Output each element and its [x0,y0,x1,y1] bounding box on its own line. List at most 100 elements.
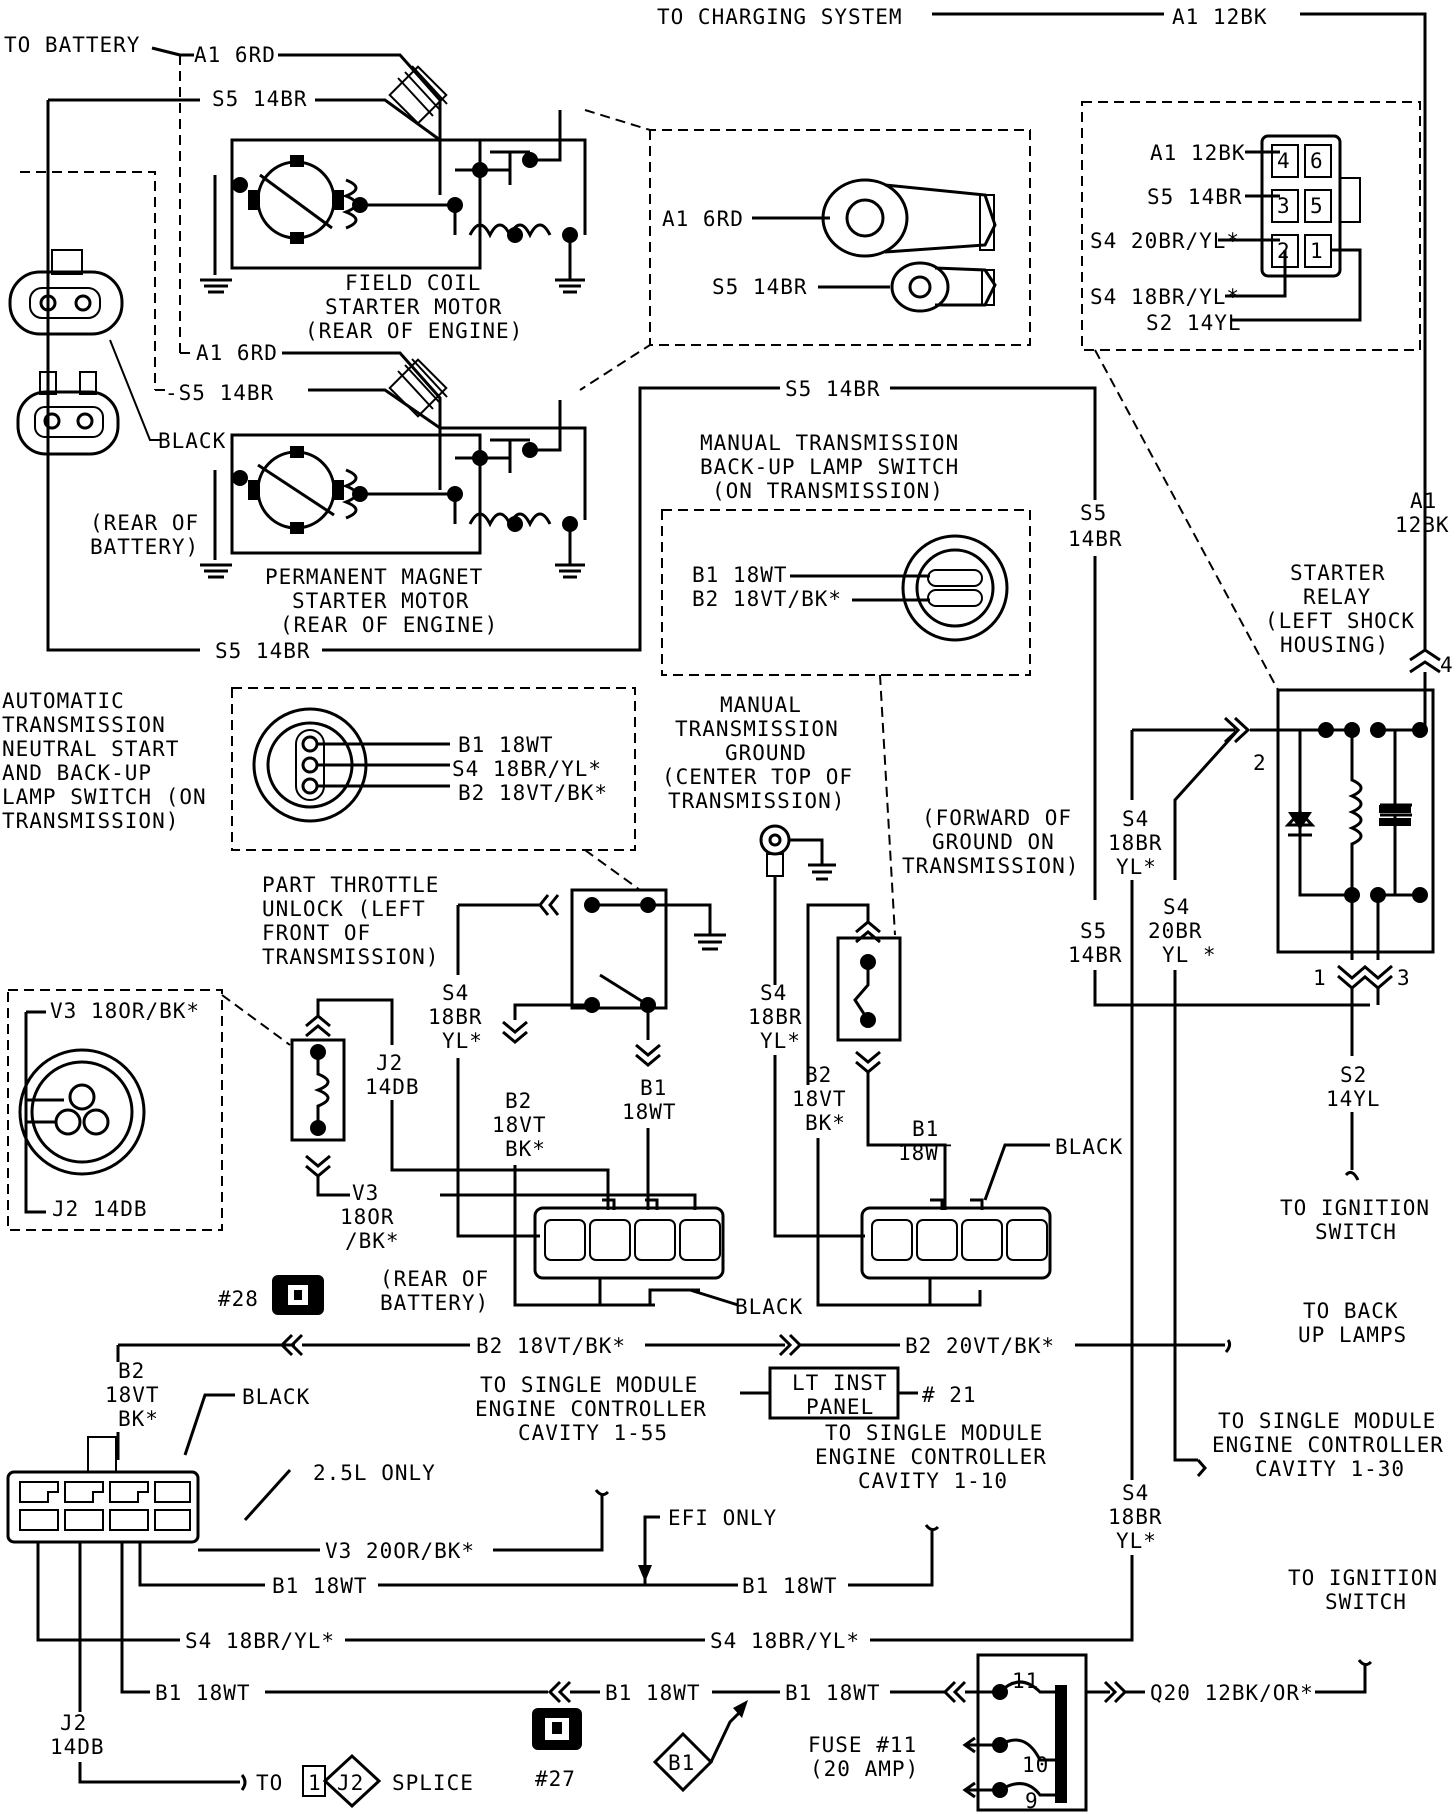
label-mtg-5: TRANSMISSION) [668,789,845,813]
pt-connector-round [18,1010,146,1214]
label-to-backup-2: UP LAMPS [1298,1323,1407,1347]
label-mt-b2: B2 18VT/BK* [692,587,842,611]
label-a1-v1: A1 [1410,489,1437,513]
label-b2-20: B2 20VT/BK* [905,1334,1055,1358]
wire-b1b [866,1072,947,1210]
label-at-b1: B1 18WT [458,733,554,757]
label-relay-conn-s4-18: S4 18BR/YL* [1090,285,1240,309]
label-fwd-2: GROUND ON [932,830,1055,854]
label-s4b-2: 20BR [1148,919,1203,943]
label-smec55-2: ENGINE CONTROLLER [475,1397,707,1421]
wire-efi [643,1515,660,1585]
label-relay-conn-s2: S2 14YL [1146,311,1242,335]
label-j2-2: 14DB [365,1075,420,1099]
label-black-batt: BLACK [158,429,226,453]
connector-big-black [6,1436,200,1544]
connector-4way-left [533,1198,725,1307]
inset-box-dashed [579,109,1031,391]
label-s4c-1: S4 [442,981,469,1005]
label-a1-6rd-1: A1 6RD [194,43,276,67]
wire-v3 [440,1193,697,1210]
at-switch-wires [318,742,450,788]
label-at-6: TRANSMISSION) [2,809,179,833]
arrow-black-batt [109,339,160,441]
label-inset-s5-14br: S5 14BR [712,275,808,299]
label-mtg-3: GROUND [725,741,807,765]
label-smec10-3: CAVITY 1-10 [858,1469,1008,1493]
connector-28-icon [272,1275,324,1315]
label-black-conn2: BLACK [735,1295,803,1319]
label-pin2: 2 [1253,751,1267,775]
smec30-break [1196,1459,1207,1477]
label-b1-b1: B1 18WT [155,1681,251,1705]
wire-b1-left-a [138,1542,265,1587]
label-only-25: 2.5L ONLY [313,1461,436,1485]
neutral-start-switch [458,888,726,1013]
label-v3-3: /BK* [345,1229,400,1253]
splice-diamond [322,1753,382,1809]
battery-terminal-lug-large [821,178,997,258]
label-b1a-2: 18WT [622,1100,677,1124]
connector-pins-13 [1337,964,1393,990]
label-to-ign-2: SWITCH [1315,1220,1397,1244]
label-pt-1: PART THROTTLE [262,873,439,897]
wire-s4c [456,905,540,1238]
label-s5-14br-1: S5 14BR [212,87,308,111]
wire-s5-left-vertical [46,100,200,652]
label-smec30-3: CAVITY 1-30 [1255,1457,1405,1481]
label-field-coil-3: (REAR OF ENGINE) [305,319,523,343]
label-rear-of-1: (REAR OF [90,511,199,535]
label-smec55-3: CAVITY 1-55 [518,1421,668,1445]
label-lt-inst-2: PANEL [806,1395,874,1419]
label-s4-r2: 18BR [1108,831,1163,855]
label-a1-v2: 12BK [1395,513,1450,537]
label-s2-1: S2 [1340,1063,1367,1087]
label-v3-inset: V3 18OR/BK* [50,999,200,1023]
relay-pin-1: 1 [1310,239,1324,263]
wire-s4-20 [1173,728,1240,880]
label-black-big: BLACK [242,1385,310,1409]
label-splice: SPLICE [392,1771,474,1795]
mt-switch-connector [901,534,1009,642]
label-smec10-1: TO SINGLE MODULE [825,1421,1043,1445]
wire-s5-14br-2 [308,388,587,520]
label-relay-conn-s4-20: S4 20BR/YL* [1090,229,1240,253]
label-b2a-1: B2 [505,1089,532,1113]
label-black-conn: BLACK [1055,1135,1123,1159]
label-b2c-3: BK* [118,1407,159,1431]
label-j2b-2: 14DB [50,1735,105,1759]
label-b1-b2: B1 18WT [605,1681,701,1705]
label-s4-l: S4 18BR/YL* [185,1629,335,1653]
connector-27-icon [532,1708,582,1750]
label-c27: #27 [535,1767,576,1791]
label-battery-1: BATTERY) [90,535,199,559]
label-b2b-3: BK* [805,1111,846,1135]
mt-switch-dash-link [879,674,896,936]
fuse-block [976,1653,1088,1812]
battery-terminal-lug-small [890,261,997,313]
label-s5-14br-mid: S5 14BR [785,377,881,401]
permanent-magnet-starter-motor [200,400,585,579]
label-to-ign2-2: SWITCH [1325,1590,1407,1614]
label-q20: Q20 12BK/OR* [1150,1681,1314,1705]
wire-b1-right [848,1524,940,1587]
relay-pin-5: 5 [1310,194,1324,218]
label-at-5: LAMP SWITCH (ON [2,785,207,809]
label-at-3: NEUTRAL START [2,737,179,761]
label-fuse-1: FUSE #11 [808,1733,917,1757]
wire-a1-6rd-1 [278,53,442,195]
arrow-2-5l [243,1468,292,1522]
label-rear-of-2: (REAR OF [380,1267,489,1291]
label-field-coil-1: FIELD COIL [345,271,481,295]
label-relay-3: (LEFT SHOCK [1265,609,1415,633]
label-relay-4: HOUSING) [1280,633,1389,657]
fuse-11 [962,1680,1067,1803]
label-to-ign2-1: TO IGNITION [1288,1566,1438,1590]
label-to: TO [256,1771,283,1795]
label-s2-2: 14YL [1326,1087,1381,1111]
label-to-backup-1: TO BACK [1303,1299,1399,1323]
label-at-s4: S4 18BR/YL* [452,757,602,781]
label-b2c-2: 18VT [105,1383,160,1407]
label-b1-l: B1 18WT [272,1574,368,1598]
wire-a1-6rd-2 [282,351,442,490]
